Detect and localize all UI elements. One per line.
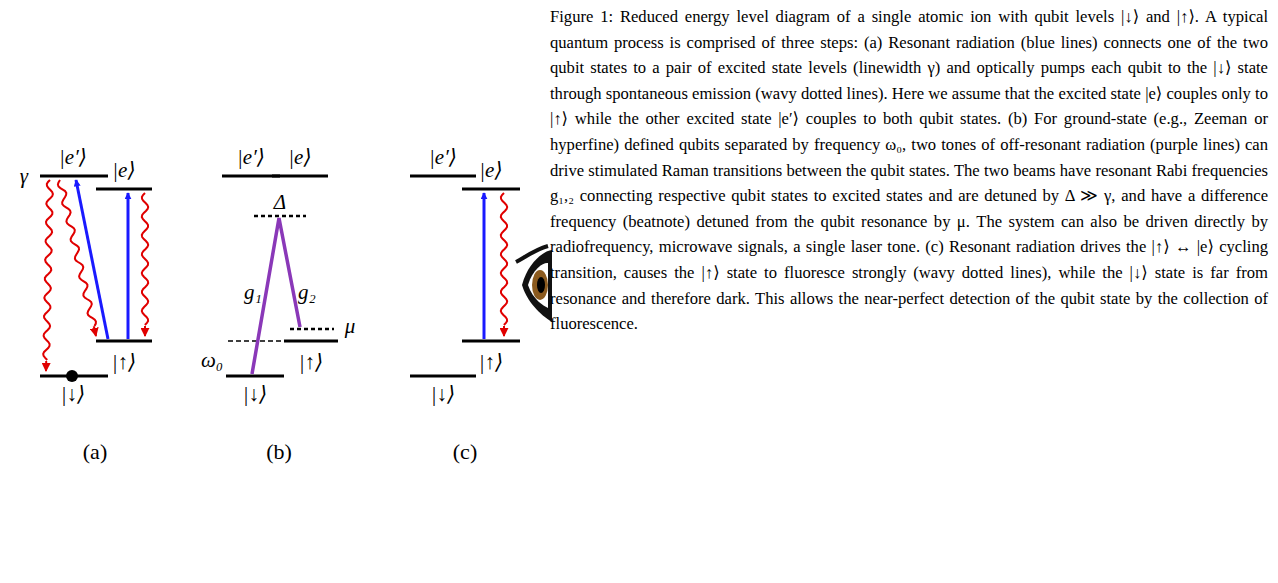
state-label: |e⟩ (112, 160, 135, 181)
spontaneous-emission (43, 180, 507, 371)
panel-label: (b) (266, 441, 292, 463)
panel-label: (a) (83, 441, 107, 463)
emission-arrowhead (94, 326, 96, 336)
state-label: |↑⟩ (112, 352, 136, 373)
state-label: |e′⟩ (237, 147, 265, 168)
state-label: |↓⟩ (243, 384, 267, 405)
wavy-emission (501, 193, 507, 325)
state-label: |e⟩ (288, 147, 311, 168)
figure-caption: Figure 1: Reduced energy level diagram o… (550, 4, 1268, 337)
state-label: |↑⟩ (479, 352, 503, 373)
state-label: |e′⟩ (429, 147, 457, 168)
emission-arrowhead (144, 326, 146, 336)
state-label: Δ (274, 192, 286, 213)
state-label: g₂ (298, 282, 316, 303)
energy-levels (40, 176, 520, 376)
state-label: |e⟩ (479, 160, 502, 181)
wavy-emission (142, 193, 148, 325)
state-label: γ (20, 166, 28, 187)
state-label: |e′⟩ (59, 147, 87, 168)
population-dot (66, 370, 78, 382)
state-label: μ (345, 316, 356, 337)
panel-label: (c) (453, 441, 477, 463)
state-label: |↑⟩ (299, 352, 323, 373)
eye-icon (516, 246, 552, 322)
emission-arrowhead (45, 361, 47, 371)
emission-arrowhead (503, 326, 505, 336)
wavy-emission (43, 180, 53, 360)
wavy-emission (58, 180, 96, 326)
blue-drive-arrows (76, 180, 484, 339)
state-label: |↓⟩ (61, 384, 85, 405)
state-label: g₁ (244, 282, 262, 303)
state-label: |↓⟩ (431, 384, 455, 405)
state-label: ω₀ (201, 350, 223, 371)
